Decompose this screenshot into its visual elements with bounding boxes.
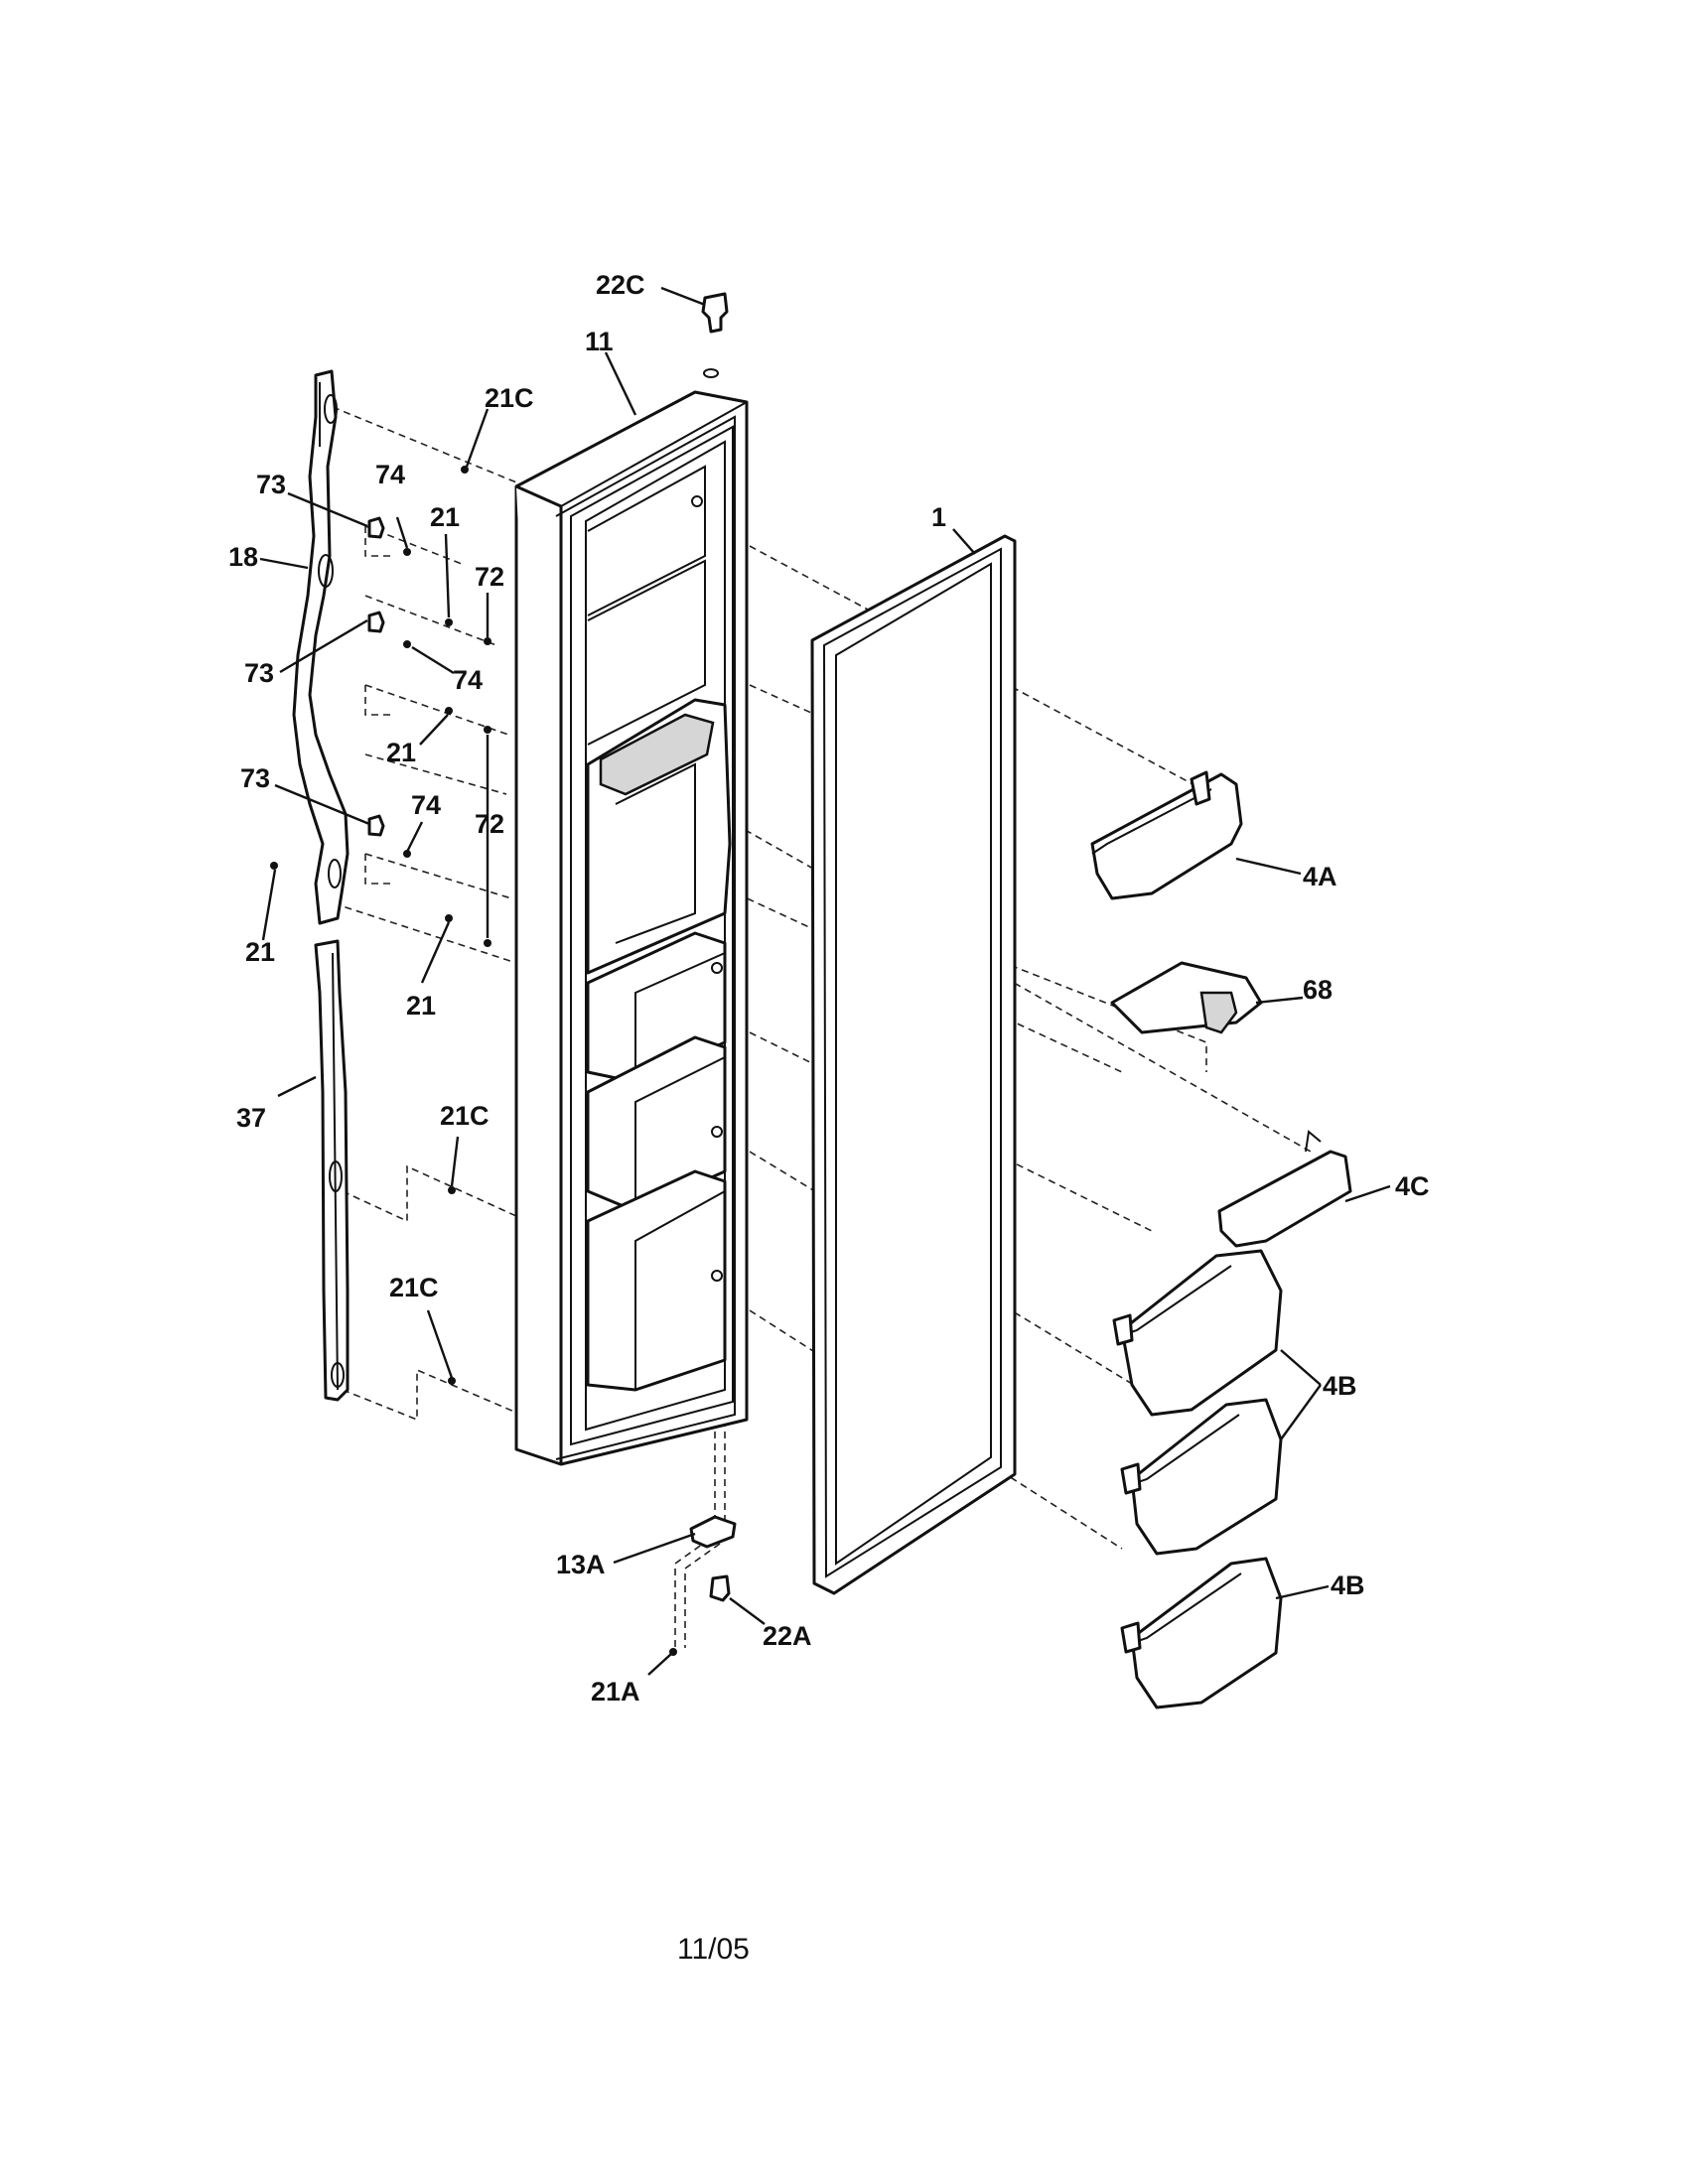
label-21a: 21A	[591, 1677, 640, 1706]
label-73-middle: 73	[244, 658, 274, 688]
label-21-left: 21	[245, 937, 275, 967]
label-21-top: 21	[430, 502, 460, 532]
label-4c: 4C	[1395, 1171, 1430, 1201]
label-74-middle: 74	[453, 665, 483, 695]
label-4b-upper: 4B	[1323, 1371, 1357, 1401]
label-4b-lower: 4B	[1331, 1570, 1365, 1600]
label-4a: 4A	[1303, 862, 1337, 891]
label-13a: 13A	[556, 1550, 606, 1579]
bin-4b-lower	[1120, 1557, 1283, 1709]
fasteners	[270, 466, 677, 1656]
label-37: 37	[236, 1103, 266, 1133]
label-72-bottom: 72	[475, 809, 504, 839]
upper-handle-18	[292, 369, 350, 925]
door-11	[514, 368, 749, 1466]
lower-handle-37	[314, 939, 350, 1402]
callout-labels: 22C 11 21C 1 73 74 21 18 72 73 74 21 73 …	[228, 270, 1430, 1706]
label-68: 68	[1303, 975, 1333, 1005]
footer-date: 11/05	[677, 1933, 750, 1966]
label-74-bottom: 74	[411, 790, 441, 820]
hinge-pin-22c	[701, 292, 729, 334]
label-21-middle: 21	[386, 738, 416, 767]
label-1: 1	[931, 502, 946, 532]
leader-lines	[259, 286, 1391, 1676]
label-22a: 22A	[763, 1621, 812, 1651]
label-18: 18	[228, 542, 258, 572]
label-73-top: 73	[256, 470, 286, 499]
label-21-lower: 21	[406, 991, 436, 1021]
label-21c-bottom: 21C	[389, 1273, 439, 1302]
label-74-top: 74	[375, 460, 405, 489]
label-22c: 22C	[596, 270, 645, 300]
bottom-hinge-parts	[689, 1515, 737, 1602]
label-21c-top: 21C	[485, 383, 534, 413]
label-72-top: 72	[475, 562, 504, 592]
bin-4a	[1090, 770, 1243, 900]
bin-4b-middle	[1120, 1398, 1283, 1556]
label-73-bottom: 73	[240, 763, 270, 793]
bin-4b-upper	[1112, 1249, 1283, 1417]
gasket-1	[810, 534, 1017, 1595]
label-11: 11	[585, 327, 614, 356]
bin-4c	[1217, 1130, 1352, 1248]
ice-bucket-68	[1110, 961, 1263, 1034]
label-21c-middle: 21C	[440, 1101, 490, 1131]
